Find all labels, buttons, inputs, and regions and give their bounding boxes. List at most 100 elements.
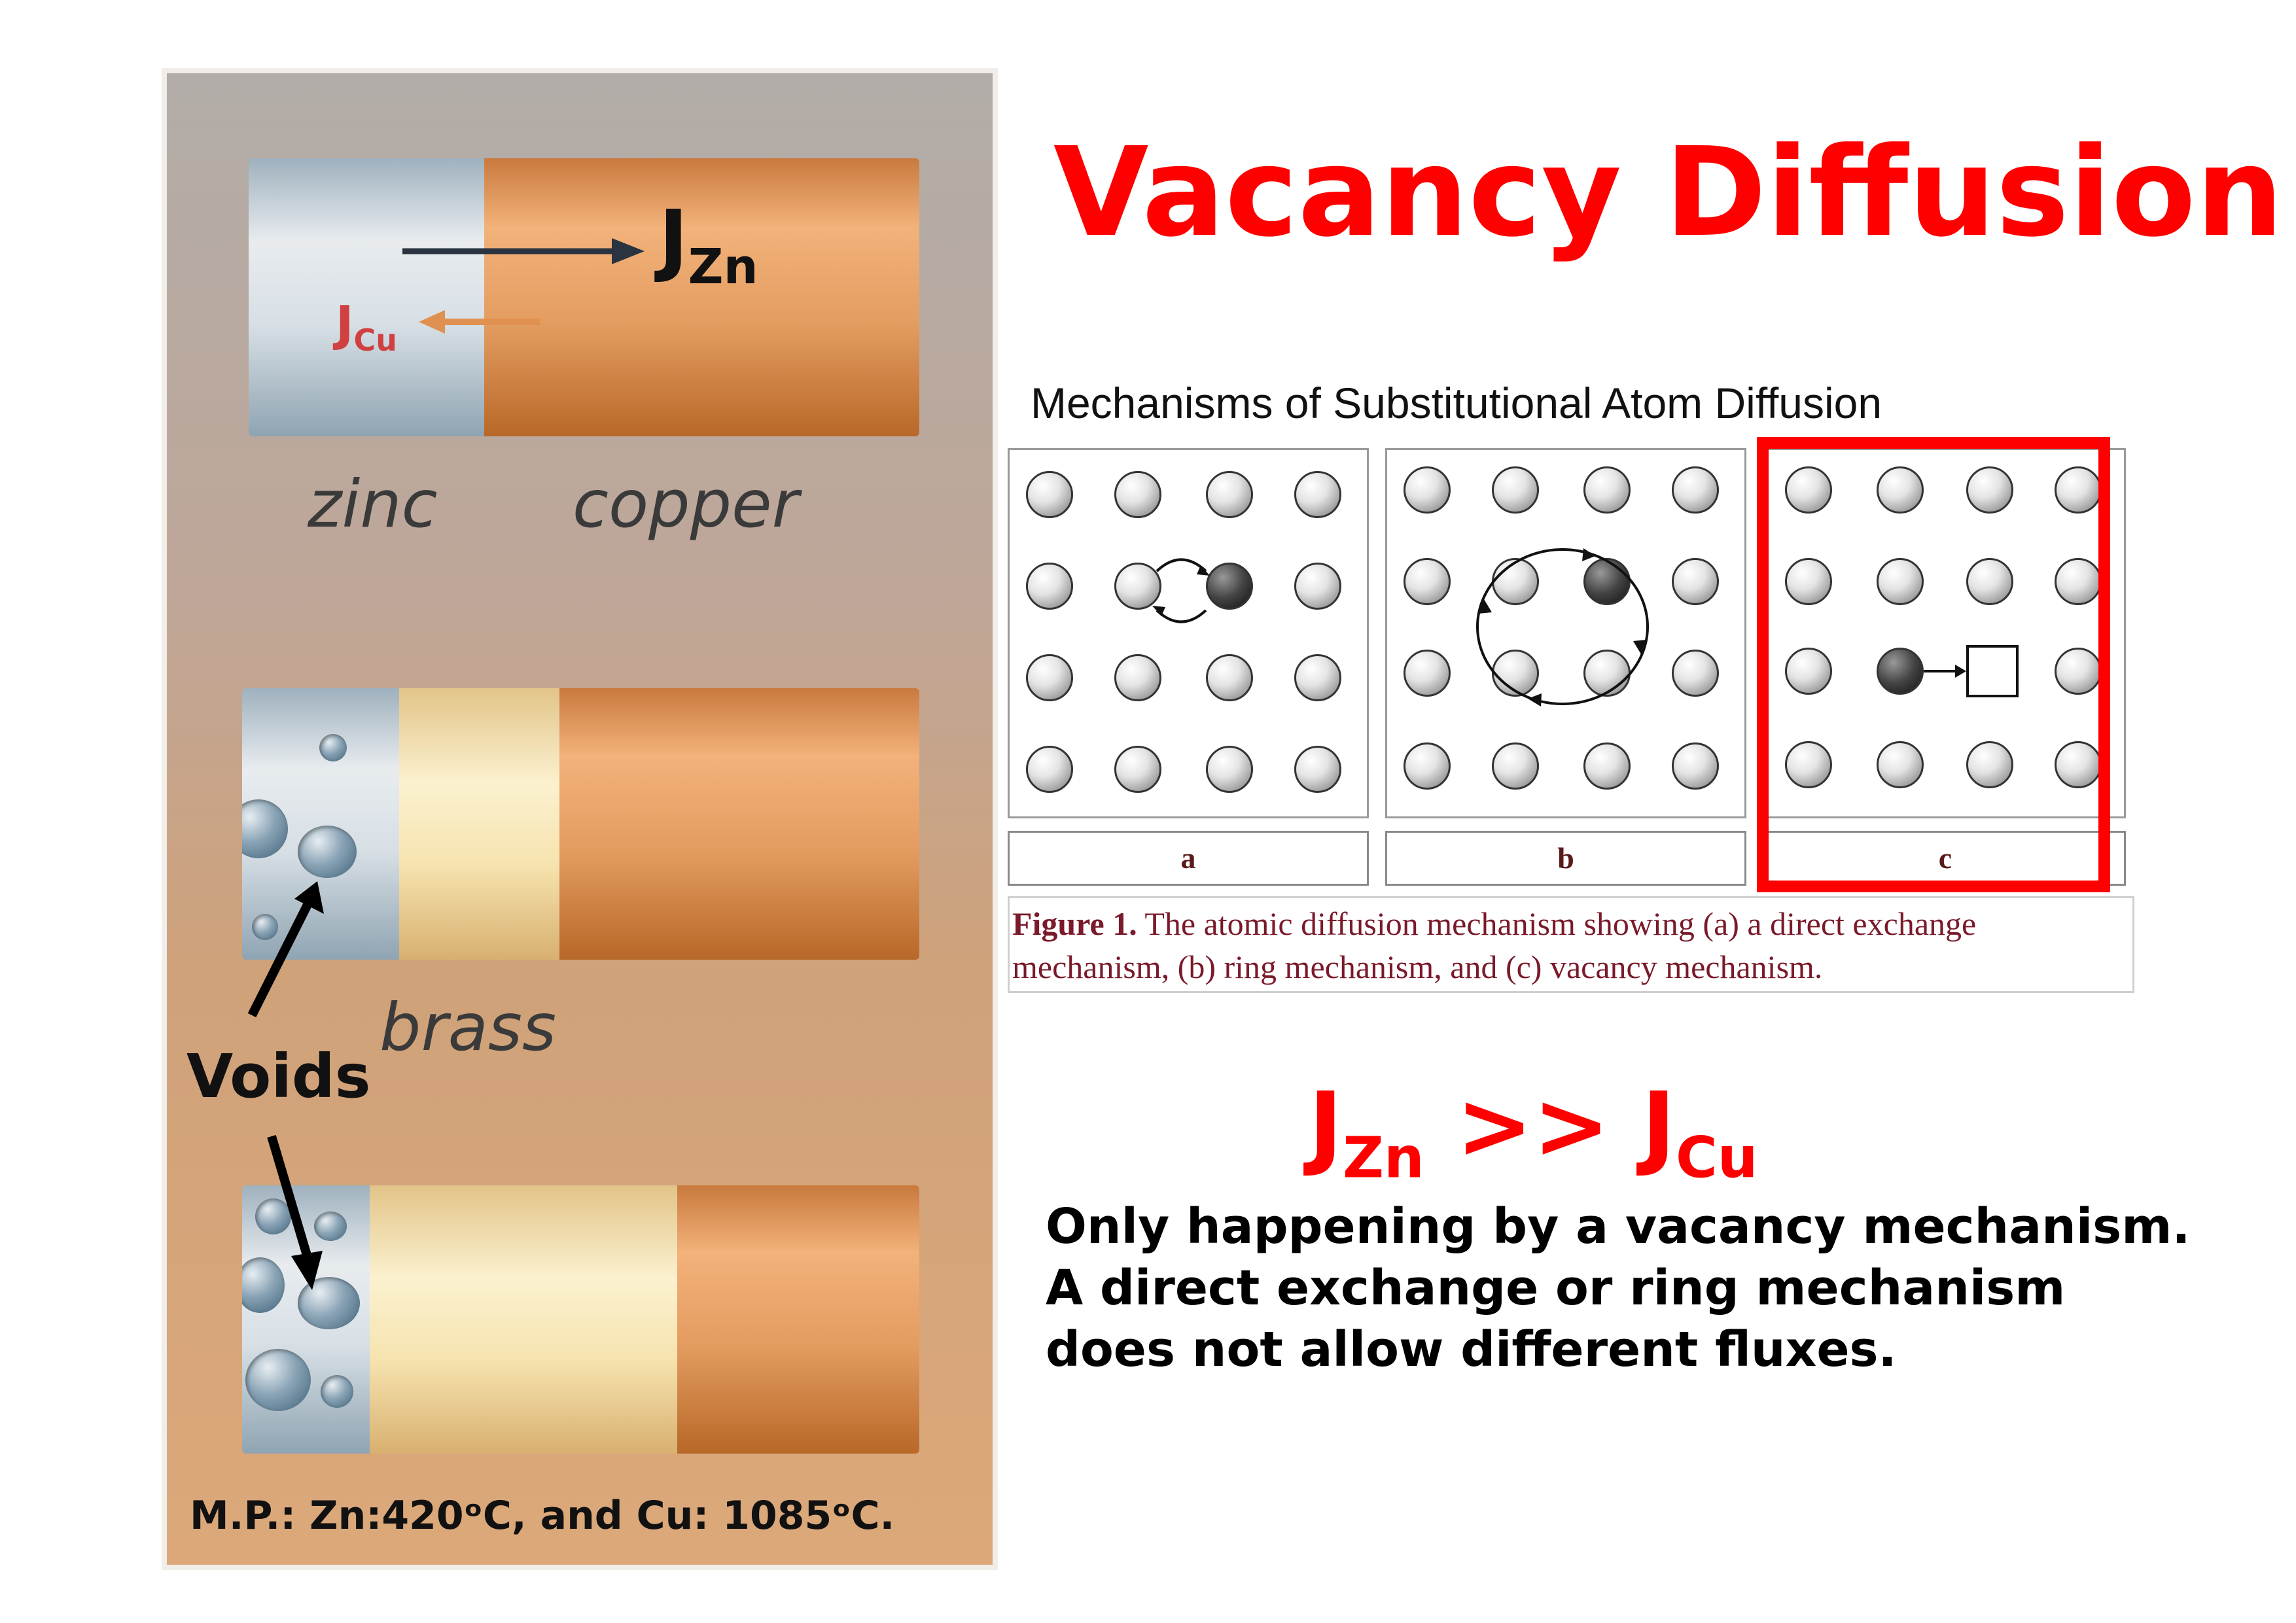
atom (1114, 654, 1161, 701)
figure-caption: Figure 1. The atomic diffusion mechanism… (1008, 896, 2134, 993)
lattice-panel-b (1385, 448, 1746, 818)
explanation-line-3: does not allow different fluxes. (1046, 1321, 1897, 1378)
diffusing-atom (1206, 563, 1253, 610)
void-arrow-up (247, 898, 314, 1018)
atom (1114, 746, 1161, 793)
atom (1785, 648, 1832, 695)
atom (1966, 466, 2013, 514)
rod-initial (249, 158, 919, 436)
brass-segment-2 (399, 688, 559, 960)
atom (1877, 558, 1924, 605)
atom (1026, 471, 1073, 518)
ring-arrows (1476, 548, 1649, 707)
atom (1404, 650, 1451, 697)
caption-figure-number: Figure 1. (1012, 905, 1137, 942)
void (255, 1198, 291, 1234)
atom (2055, 558, 2102, 605)
rod-intermediate (242, 688, 919, 960)
atom (1026, 654, 1073, 701)
atom (1877, 466, 1924, 514)
flux-arrows (402, 238, 645, 334)
copper-segment-2 (559, 688, 919, 960)
atom (1404, 466, 1451, 514)
flux-zn-subscript: Zn (688, 238, 758, 296)
atom (1966, 741, 2013, 788)
lattice-panel-c (1765, 448, 2126, 818)
melting-points-note: M.P.: Zn:420ᵒC, and Cu: 1085ᵒC. (190, 1493, 895, 1539)
atom (1492, 650, 1539, 697)
void (319, 734, 347, 761)
atom (1672, 466, 1719, 514)
caption-text-1: The atomic diffusion mechanism showing (… (1137, 905, 1977, 942)
atom (1206, 654, 1253, 701)
atom (1294, 654, 1341, 701)
rod-final (242, 1185, 919, 1454)
cu-flux-arrowhead (419, 310, 445, 334)
atom (1294, 471, 1341, 518)
void (298, 826, 357, 878)
brass-segment-3 (370, 1185, 677, 1454)
atom (1206, 746, 1253, 793)
void-arrow-down (267, 1135, 312, 1259)
flux-cu-label: JCu (336, 296, 397, 358)
atom (1294, 746, 1341, 793)
atom (1785, 741, 1832, 788)
atom (1492, 466, 1539, 514)
void (314, 1212, 347, 1241)
copper-segment (484, 158, 919, 436)
figure-heading: Mechanisms of Substitutional Atom Diffus… (1031, 379, 1882, 427)
flux-j-cu-sub: Cu (1676, 1125, 1758, 1191)
atom (1206, 471, 1253, 518)
flux-zn-label: JZn (659, 194, 758, 295)
flux-cu-symbol: J (336, 296, 354, 352)
copper-segment-3 (677, 1185, 919, 1454)
flux-j-cu: J (1641, 1073, 1676, 1179)
diffusing-atom (1583, 558, 1631, 605)
void (242, 799, 288, 858)
panel-label-b: b (1385, 831, 1746, 886)
void (245, 1349, 311, 1411)
void-arrows (247, 881, 324, 1290)
label-copper: copper (573, 466, 799, 542)
flux-zn-symbol: J (659, 194, 688, 285)
flux-operator: >> (1424, 1073, 1642, 1179)
slide-title: Vacancy Diffusion (1053, 121, 2284, 264)
label-brass: brass (380, 989, 557, 1066)
atom (1785, 558, 1832, 605)
atom (1026, 563, 1073, 610)
atom (1583, 742, 1631, 790)
label-zinc: zinc (308, 466, 438, 542)
zinc-segment (249, 158, 484, 436)
diffusion-couple-figure: JZn JCu zinc copper brass Voids M.P.: Zn… (167, 73, 993, 1565)
exchange-arrows (1152, 558, 1210, 623)
flux-cu-subscript: Cu (353, 323, 397, 358)
panel-label-c: c (1765, 831, 2126, 886)
flux-relation: JZn >> JCu (1309, 1073, 1758, 1191)
atom (1785, 466, 1832, 514)
panel-label-a: a (1008, 831, 1369, 886)
vacancy-jump-arrow (1924, 665, 1966, 678)
caption-line-2: mechanism, (b) ring mechanism, and (c) v… (1012, 949, 1823, 985)
atom (1966, 558, 2013, 605)
void (321, 1375, 353, 1408)
caption-line-1: Figure 1. The atomic diffusion mechanism… (1012, 902, 2132, 945)
atom (1672, 650, 1719, 697)
atom (1672, 742, 1719, 790)
atom (2055, 648, 2102, 695)
vacancy-site (1966, 645, 2019, 697)
atom (1672, 558, 1719, 605)
atom (2055, 466, 2102, 514)
void (298, 1277, 360, 1329)
void (252, 914, 278, 940)
atom (1404, 742, 1451, 790)
void (242, 1257, 285, 1313)
void-arrow-up-head (294, 881, 324, 914)
atom (1294, 563, 1341, 610)
zn-flux-arrowhead (612, 238, 645, 264)
void-arrow-down-head (291, 1251, 323, 1290)
explanation-text: Only happening by a vacancy mechanism. A… (1046, 1196, 2190, 1380)
atom (1404, 558, 1451, 605)
atom (1877, 741, 1924, 788)
diffusing-atom (1877, 648, 1924, 695)
vacancy-highlight-box (1757, 437, 2110, 892)
